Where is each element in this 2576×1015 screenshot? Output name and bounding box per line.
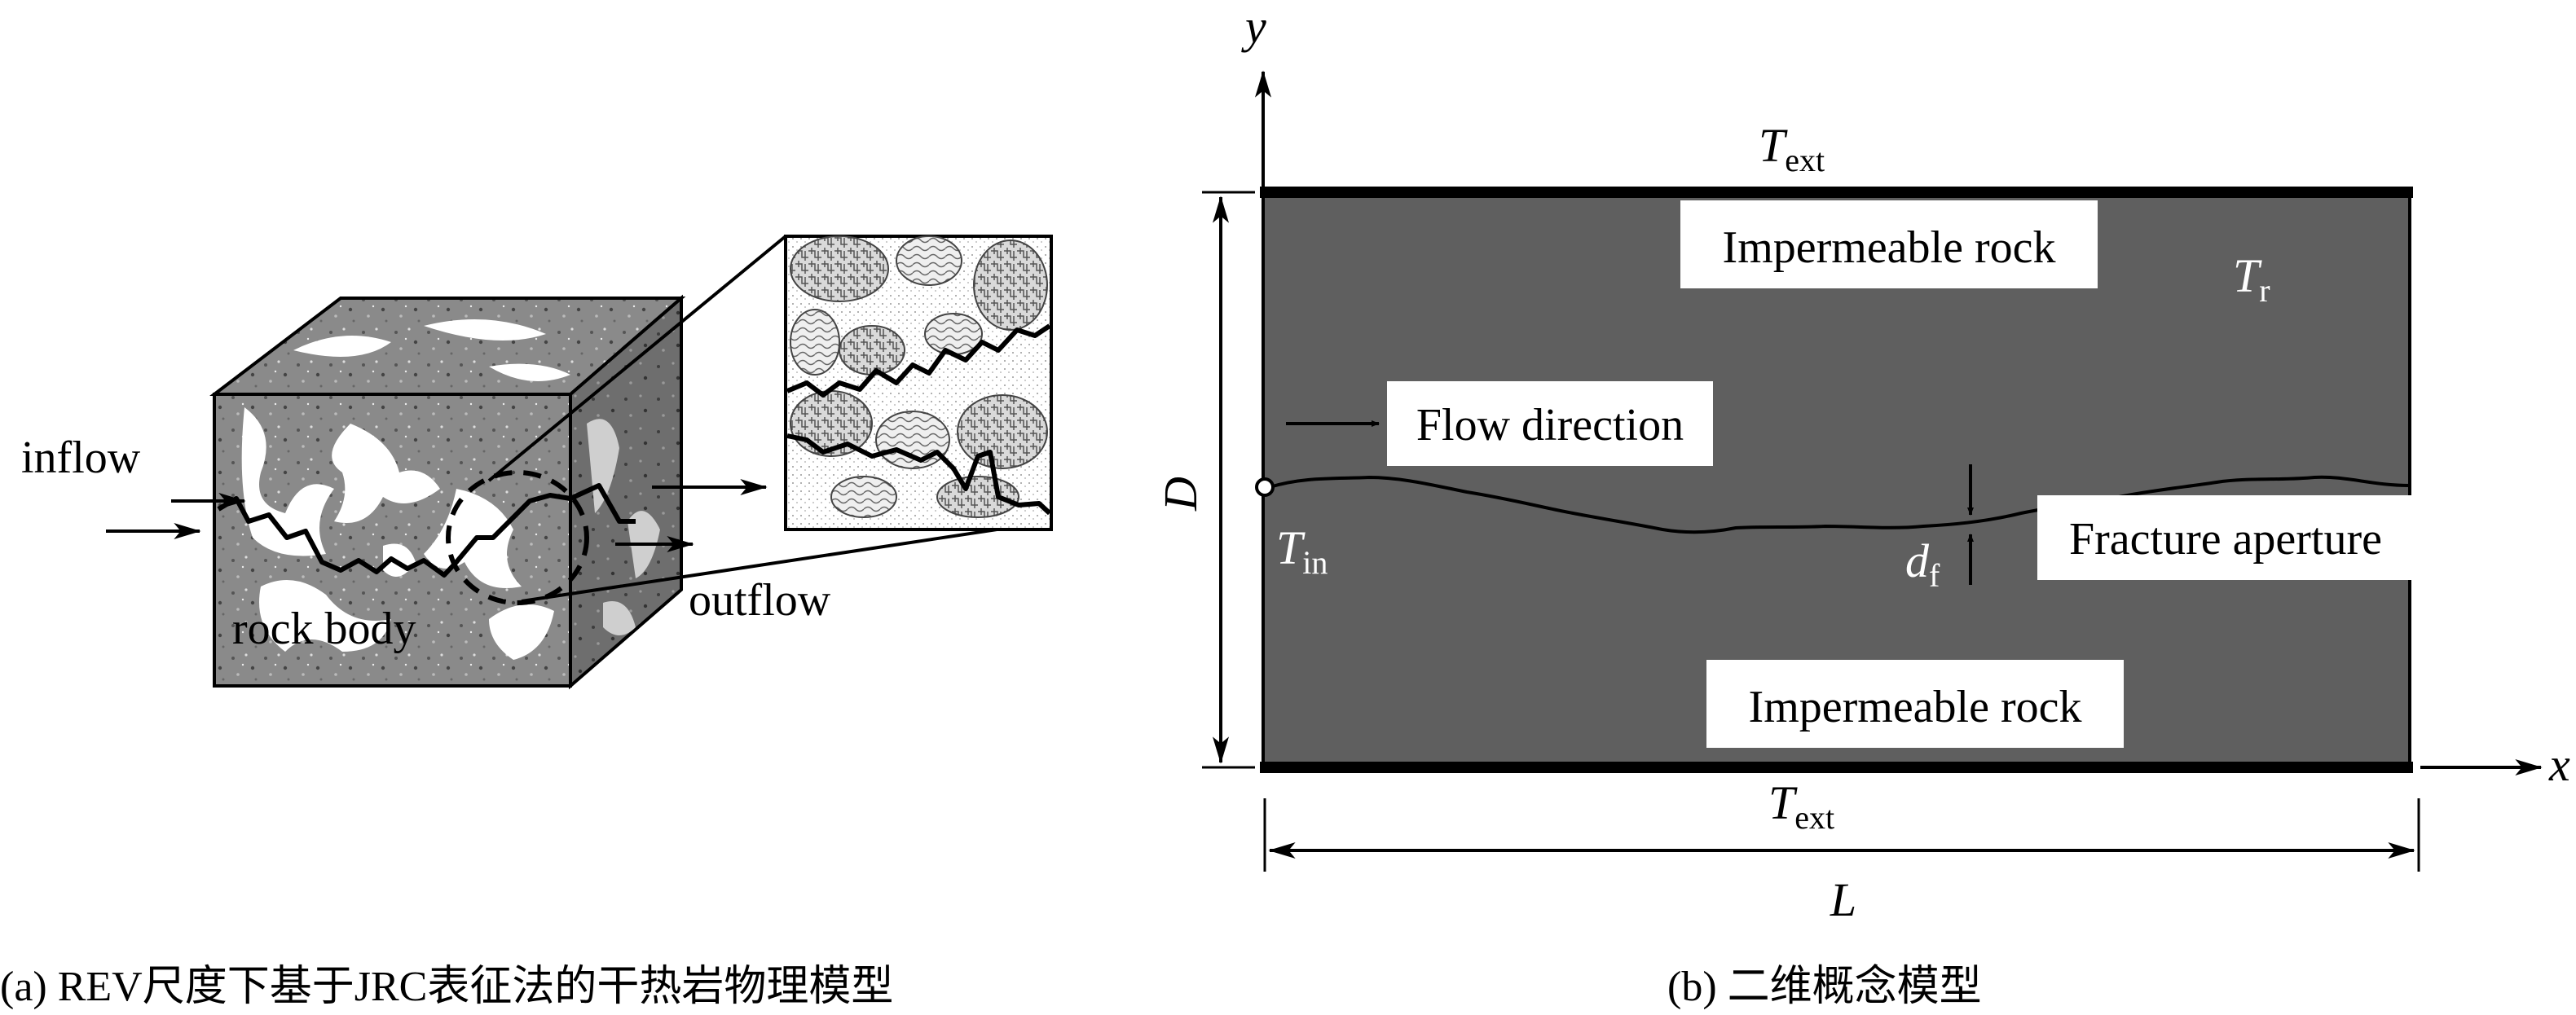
dim-l-label: L (1830, 873, 1856, 926)
inlet-point (1255, 477, 1275, 497)
label-impermeable-bottom: Impermeable rock (1706, 660, 2124, 748)
t-in-label: Tin (1276, 521, 1328, 581)
t-ext-top: Text (1759, 119, 1825, 178)
label-impermeable-top: Impermeable rock (1680, 200, 2098, 288)
inflow-label: inflow (21, 433, 141, 483)
rev-dashed-circle (446, 470, 589, 605)
zoom-inset (784, 235, 1053, 531)
x-axis-label: x (2548, 738, 2570, 791)
rev-cube (209, 294, 686, 690)
outflow-arrows (615, 479, 768, 552)
y-axis-label: y (1241, 0, 1266, 53)
cube-fracture-line (217, 483, 636, 578)
svg-text:Impermeable rock: Impermeable rock (1723, 222, 2056, 273)
t-r-label: Tr (2233, 249, 2270, 309)
caption-a: (a) REV尺度下基于JRC表征法的干热岩物理模型 (0, 964, 893, 1010)
inset-fracture-upper (786, 323, 1051, 398)
inflow-arrows (106, 493, 246, 539)
svg-text:Fracture aperture: Fracture aperture (2069, 514, 2382, 565)
svg-text:Impermeable rock: Impermeable rock (1749, 682, 2082, 732)
label-fracture-aperture: Fracture aperture (2037, 495, 2414, 580)
caption-b: (b) 二维概念模型 (1667, 963, 1982, 1010)
dim-d-label: D (1154, 477, 1207, 512)
svg-text:Flow direction: Flow direction (1416, 400, 1684, 450)
zoom-lines (487, 235, 1052, 603)
fracture-curve (1269, 475, 2411, 534)
rock-body-label: rock body (232, 604, 416, 654)
t-ext-bottom: Text (1768, 776, 1834, 836)
top-veins (293, 319, 570, 381)
inset-fracture-lower (786, 433, 1052, 516)
outflow-label: outflow (689, 575, 831, 626)
label-flow-direction: Flow direction (1387, 381, 1713, 466)
df-label: df (1905, 534, 1940, 594)
